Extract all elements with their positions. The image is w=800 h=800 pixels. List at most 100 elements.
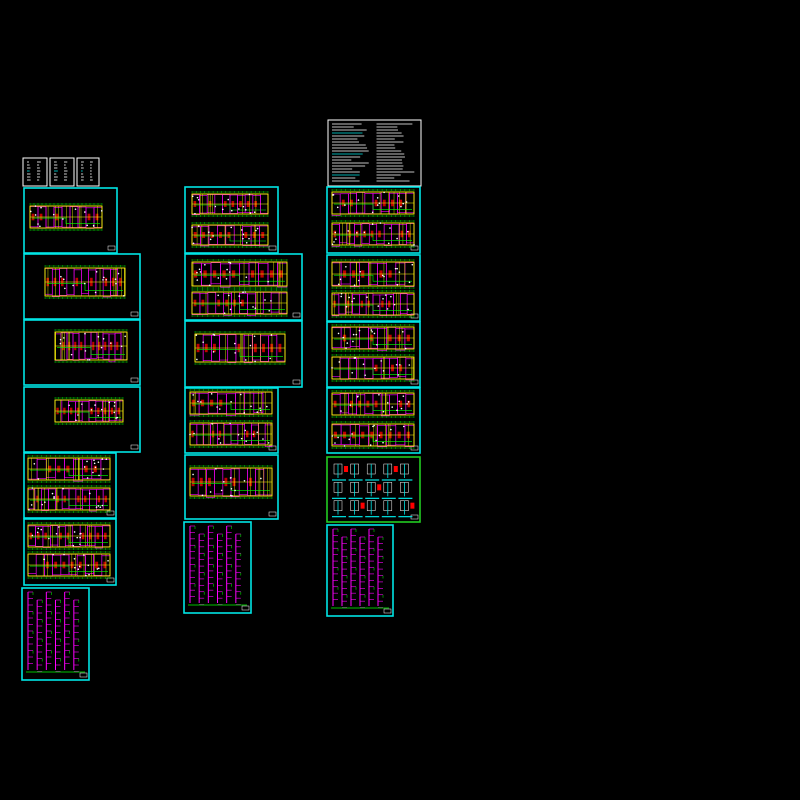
sheet-floor-plan-double <box>326 321 421 388</box>
drawing-sheets <box>21 119 422 681</box>
annotation-dot <box>332 194 334 196</box>
annotation-dot <box>356 231 358 234</box>
annotation-dot <box>196 358 198 361</box>
floor-plan <box>189 420 273 448</box>
annotation-dot <box>193 432 195 435</box>
annotation-dot <box>83 466 86 468</box>
annotation-dot <box>252 306 254 308</box>
annotation-dot <box>339 278 342 281</box>
sheet-floor-plan <box>23 253 141 320</box>
annotation-dot <box>64 287 66 290</box>
annotation-dot <box>101 504 104 507</box>
annotation-dot <box>191 195 194 198</box>
annotation-dot <box>337 283 340 286</box>
annotation-dot <box>396 409 398 412</box>
annotation-dot <box>70 353 73 356</box>
annotation-dot <box>229 262 232 264</box>
annotation-dot <box>214 205 217 208</box>
annotation-dot <box>337 436 339 439</box>
annotation-dot <box>62 278 65 281</box>
annotation-dot <box>98 474 100 477</box>
annotation-dot <box>234 342 236 345</box>
annotation-dot <box>43 558 46 561</box>
annotation-dot <box>376 204 379 206</box>
annotation-dot <box>382 370 385 372</box>
annotation-dot <box>395 363 398 366</box>
annotation-dot <box>396 283 399 286</box>
annotation-dot <box>53 496 55 498</box>
annotation-dot <box>40 528 43 531</box>
pipe-run <box>334 274 412 282</box>
annotation-dot <box>254 307 257 310</box>
annotation-dot <box>79 543 81 546</box>
annotation-dot <box>217 294 219 297</box>
annotation-dot <box>37 527 40 530</box>
annotation-dot <box>115 282 117 285</box>
floor-plan <box>27 455 111 483</box>
annotation-dot <box>234 489 236 492</box>
annotation-dot <box>234 352 236 354</box>
annotation-dot <box>59 342 62 345</box>
annotation-dot <box>196 196 199 199</box>
annotation-dot <box>226 268 228 271</box>
title-block <box>268 245 277 251</box>
annotation-dot <box>34 205 37 207</box>
annotation-dot <box>60 275 62 278</box>
pipe-run <box>334 404 412 411</box>
floor-plan <box>191 222 269 248</box>
annotation-dot <box>228 261 230 264</box>
annotation-dot <box>249 344 252 347</box>
annotation-dot <box>194 212 196 215</box>
floor-plan <box>191 259 288 289</box>
floor-plan <box>54 329 128 363</box>
sheet-floor-plan-double <box>23 518 117 586</box>
annotation-dot <box>250 405 252 408</box>
annotation-dot <box>237 433 240 436</box>
annotation-dot <box>256 227 259 230</box>
annotation-dot <box>219 442 222 444</box>
floor-plan <box>331 259 415 289</box>
annotation-dot <box>413 244 415 246</box>
annotation-dot <box>357 395 359 398</box>
annotation-dot <box>402 395 405 397</box>
annotation-dot <box>37 223 39 225</box>
annotation-dot <box>59 338 62 341</box>
sheet-frame <box>23 253 141 320</box>
annotation-dot <box>52 553 54 556</box>
annotation-dot <box>84 332 86 335</box>
annotation-dot <box>86 477 89 479</box>
annotation-dot <box>39 225 41 228</box>
annotation-dot <box>108 401 111 404</box>
annotation-dot <box>84 350 87 352</box>
title-block <box>106 510 115 516</box>
annotation-dot <box>44 501 46 503</box>
annotation-dot <box>208 231 210 234</box>
annotation-dot <box>92 225 95 227</box>
annotation-dot <box>117 272 120 275</box>
annotation-dot <box>78 565 81 568</box>
pipe-run <box>192 483 270 491</box>
annotation-dot <box>364 374 366 377</box>
annotation-dot <box>353 297 355 300</box>
detail-fixture <box>360 502 365 509</box>
annotation-dot <box>382 441 384 444</box>
pipe-run <box>30 469 108 476</box>
annotation-dot <box>228 271 231 273</box>
annotation-dot <box>240 437 243 440</box>
annotation-dot <box>79 536 81 539</box>
annotation-dot <box>75 419 77 422</box>
annotation-dot <box>227 198 230 201</box>
annotation-dot <box>213 334 216 336</box>
annotation-dot <box>113 405 116 407</box>
annotation-dot <box>402 425 405 428</box>
annotation-dot <box>102 279 104 281</box>
annotation-dot <box>340 292 343 295</box>
annotation-dot <box>378 434 381 437</box>
floor-plan <box>27 522 111 550</box>
annotation-dot <box>267 442 270 444</box>
annotation-dot <box>366 296 368 299</box>
annotation-dot <box>212 351 215 353</box>
pipe-run <box>334 368 412 375</box>
annotation-dot <box>230 401 232 403</box>
sheet-frame <box>184 454 279 520</box>
